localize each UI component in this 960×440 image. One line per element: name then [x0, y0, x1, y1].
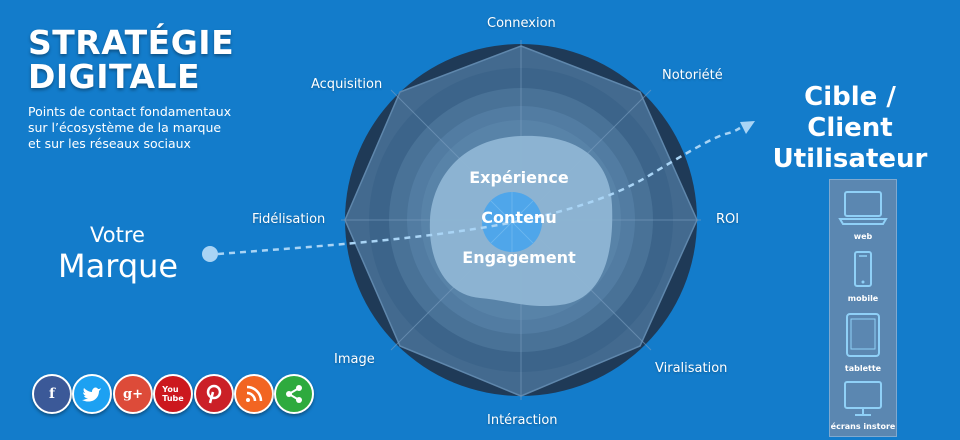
center-label-engagement: Engagement	[462, 248, 576, 267]
smartphone-icon	[854, 251, 872, 287]
target-label: Cible / Client Utilisateur	[762, 82, 938, 175]
device-label-instore: écrans instore	[830, 422, 896, 431]
subtitle-line-2: sur l’écosystème de la marque	[28, 120, 222, 135]
rss-icon[interactable]	[234, 374, 274, 414]
axis-label-interaction: Intéraction	[487, 413, 558, 428]
facebook-icon[interactable]: f	[32, 374, 72, 414]
device-tablet: tablette	[830, 312, 896, 373]
google-plus-icon[interactable]: g+	[113, 374, 153, 414]
axis-label-image: Image	[334, 352, 375, 367]
tablet-icon	[846, 313, 880, 357]
axis-label-acquisition: Acquisition	[311, 77, 383, 92]
device-web: web	[830, 188, 896, 241]
axis-label-viralisation: Viralisation	[655, 361, 728, 376]
page-title: STRATÉGIE DIGITALE	[28, 26, 234, 94]
device-label-tablet: tablette	[844, 364, 882, 373]
brand-target-path	[217, 126, 741, 256]
title-line-2: DIGITALE	[28, 57, 201, 96]
brand-label-line-1: Votre	[90, 223, 145, 247]
laptop-icon	[838, 191, 888, 225]
monitor-icon	[844, 381, 882, 416]
arrow-head-icon	[740, 121, 755, 134]
axis-label-connexion: Connexion	[487, 16, 556, 31]
device-instore: écrans instore	[830, 380, 896, 431]
target-label-line-1: Cible / Client	[804, 82, 896, 143]
device-mobile: mobile	[830, 250, 896, 303]
device-label-mobile: mobile	[847, 294, 879, 303]
pinterest-icon[interactable]	[194, 374, 234, 414]
subtitle-line-1: Points de contact fondamentaux	[28, 104, 232, 119]
brand-label-line-2: Marque	[58, 247, 179, 285]
target-label-line-2: Utilisateur	[772, 144, 928, 174]
share-icon[interactable]	[274, 374, 314, 414]
center-label-contenu: Contenu	[481, 208, 557, 227]
axis-label-notoriete: Notoriété	[662, 68, 723, 83]
page-subtitle: Points de contact fondamentaux sur l’éco…	[28, 104, 231, 152]
axis-label-fidelisation: Fidélisation	[252, 212, 326, 227]
axis-label-roi: ROI	[716, 212, 740, 227]
twitter-icon[interactable]	[72, 374, 112, 414]
devices-panel: web mobile tablette écrans instore	[829, 179, 897, 437]
title-line-1: STRATÉGIE	[28, 23, 235, 62]
subtitle-line-3: et sur les réseaux sociaux	[28, 136, 191, 151]
center-label-experience: Expérience	[469, 168, 569, 187]
device-label-web: web	[853, 232, 873, 241]
brand-dot	[202, 246, 218, 262]
